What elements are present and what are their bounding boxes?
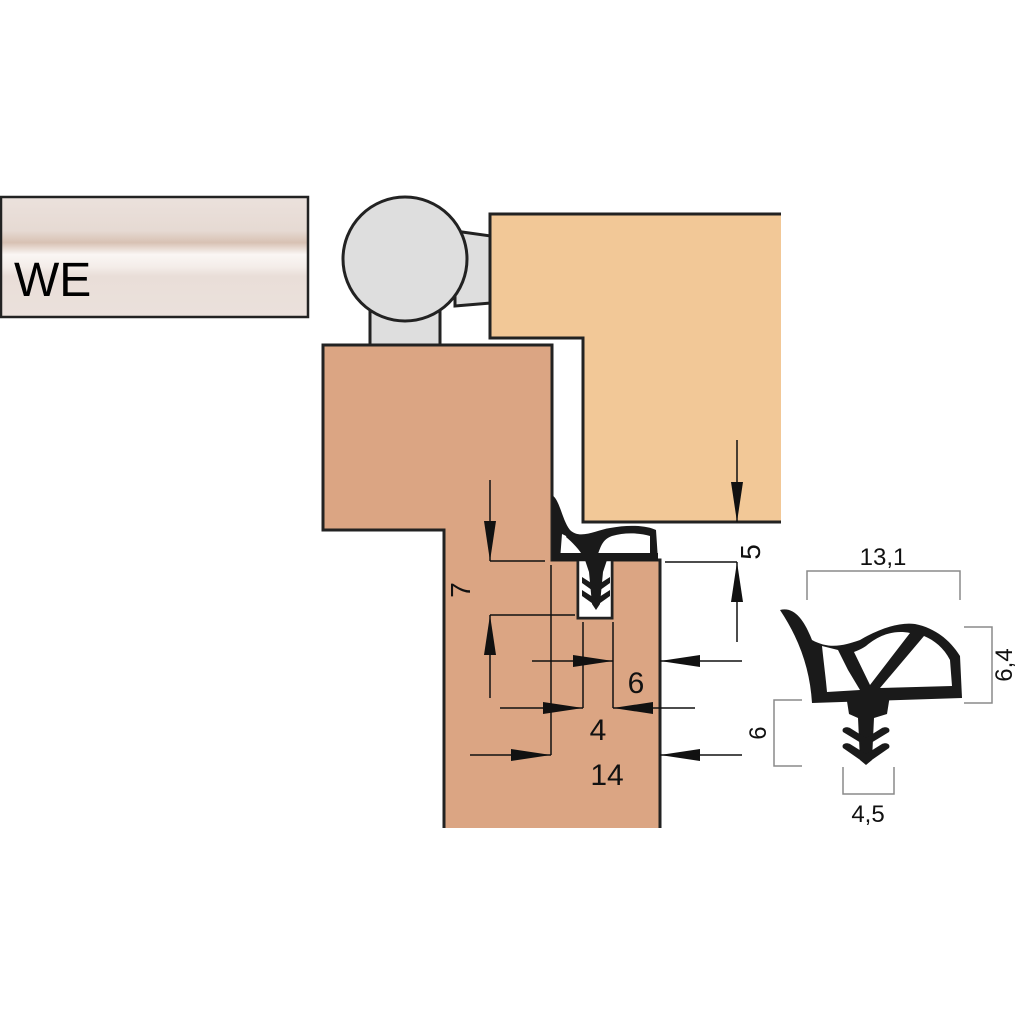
seal-profile — [780, 609, 962, 765]
profile-dimension-brackets — [773, 570, 993, 795]
model-label-box: WE — [0, 195, 310, 319]
dimension-arrowheads — [484, 482, 743, 761]
seal-installed — [552, 495, 658, 610]
hinge-icon — [341, 195, 493, 348]
model-label-text: WE — [14, 254, 91, 307]
dim-profile-stem-height: 6 — [745, 726, 772, 739]
dim-gap-top: 5 — [735, 544, 766, 560]
dim-rebate-width: 14 — [590, 759, 623, 792]
dim-profile-body-height: 6,4 — [991, 648, 1018, 681]
dim-groove-depth: 7 — [445, 582, 476, 598]
dim-profile-width: 13,1 — [860, 544, 907, 571]
dim-groove-offset: 4 — [590, 714, 607, 747]
door-leaf — [488, 212, 781, 524]
dim-groove-to-edge: 6 — [628, 667, 645, 700]
dim-profile-stem-width: 4,5 — [851, 801, 884, 828]
